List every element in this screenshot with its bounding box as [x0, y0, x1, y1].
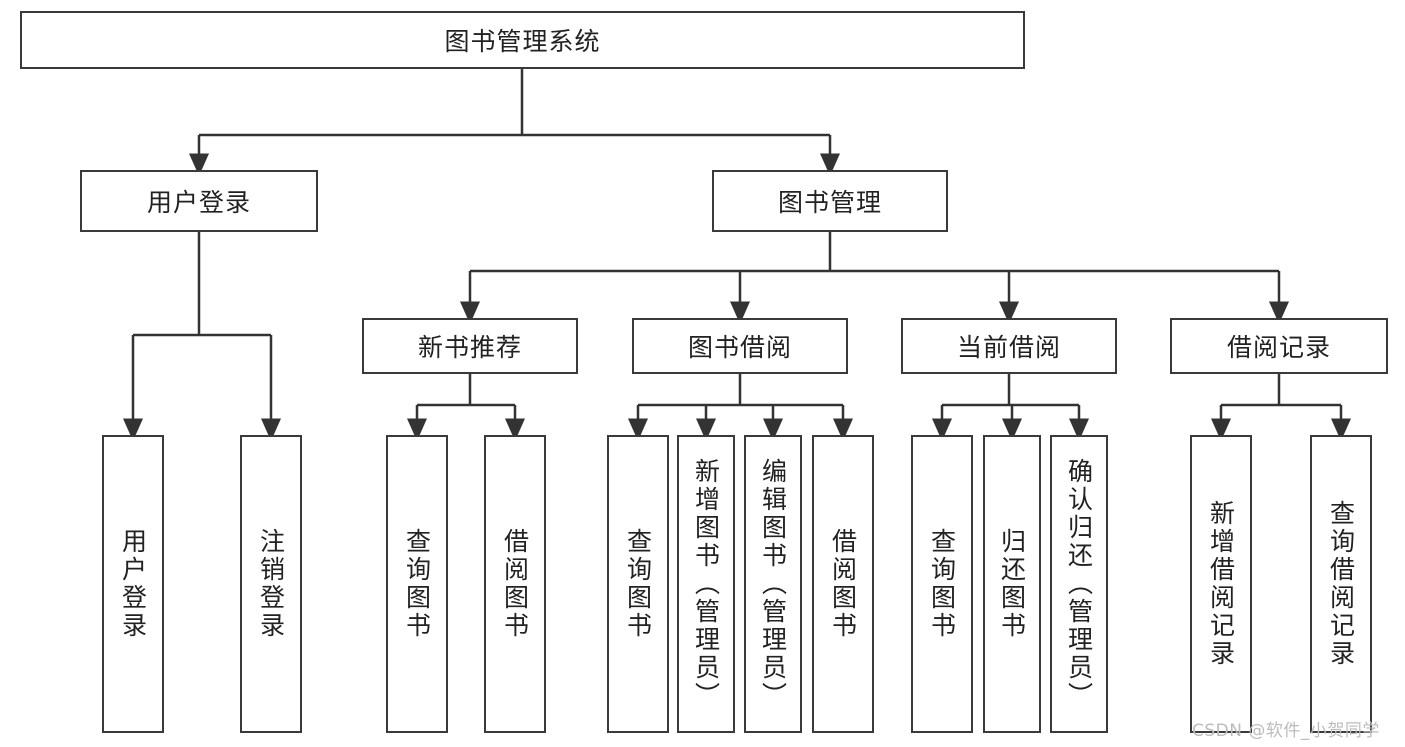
leaf-label: 注销登录: [256, 528, 286, 640]
leaf-label: 借阅图书: [828, 528, 858, 640]
leaf-user-login[interactable]: 用户登录: [102, 435, 164, 733]
leaf-add-book-admin[interactable]: 新增图书（管理员）: [677, 435, 735, 733]
node-root[interactable]: 图书管理系统: [20, 11, 1025, 69]
leaf-add-borrow-record[interactable]: 新增借阅记录: [1190, 435, 1252, 733]
node-book-borrow[interactable]: 图书借阅: [632, 318, 848, 374]
leaf-borrow-book[interactable]: 借阅图书: [812, 435, 874, 733]
node-new-book-recommend[interactable]: 新书推荐: [362, 318, 578, 374]
leaf-label: 查询图书: [927, 528, 957, 640]
leaf-user-logout[interactable]: 注销登录: [240, 435, 302, 733]
leaf-query-borrow-record[interactable]: 查询借阅记录: [1310, 435, 1372, 733]
leaf-label: 归还图书: [997, 528, 1027, 640]
leaf-label: 编辑图书（管理员）: [758, 458, 788, 710]
leaf-label: 确认归还（管理员）: [1064, 458, 1094, 710]
leaf-edit-book-admin[interactable]: 编辑图书（管理员）: [744, 435, 802, 733]
leaf-label: 用户登录: [118, 528, 148, 640]
leaf-label: 新增图书（管理员）: [691, 458, 721, 710]
node-borrow-record[interactable]: 借阅记录: [1170, 318, 1388, 374]
leaf-label: 查询图书: [623, 528, 653, 640]
leaf-label: 新增借阅记录: [1206, 500, 1236, 668]
node-current-borrow[interactable]: 当前借阅: [901, 318, 1117, 374]
leaf-borrow-book-recommend[interactable]: 借阅图书: [484, 435, 546, 733]
leaf-query-book-current[interactable]: 查询图书: [911, 435, 973, 733]
csdn-watermark: CSDN @软件_小贺同学: [1192, 721, 1380, 741]
leaf-label: 查询借阅记录: [1326, 500, 1356, 668]
leaf-query-book-borrow[interactable]: 查询图书: [607, 435, 669, 733]
node-user-login[interactable]: 用户登录: [80, 170, 318, 232]
leaf-confirm-return-admin[interactable]: 确认归还（管理员）: [1050, 435, 1108, 733]
node-book-management[interactable]: 图书管理: [712, 170, 948, 232]
leaf-return-book[interactable]: 归还图书: [983, 435, 1041, 733]
leaf-label: 借阅图书: [500, 528, 530, 640]
leaf-query-book-recommend[interactable]: 查询图书: [386, 435, 448, 733]
leaf-label: 查询图书: [402, 528, 432, 640]
